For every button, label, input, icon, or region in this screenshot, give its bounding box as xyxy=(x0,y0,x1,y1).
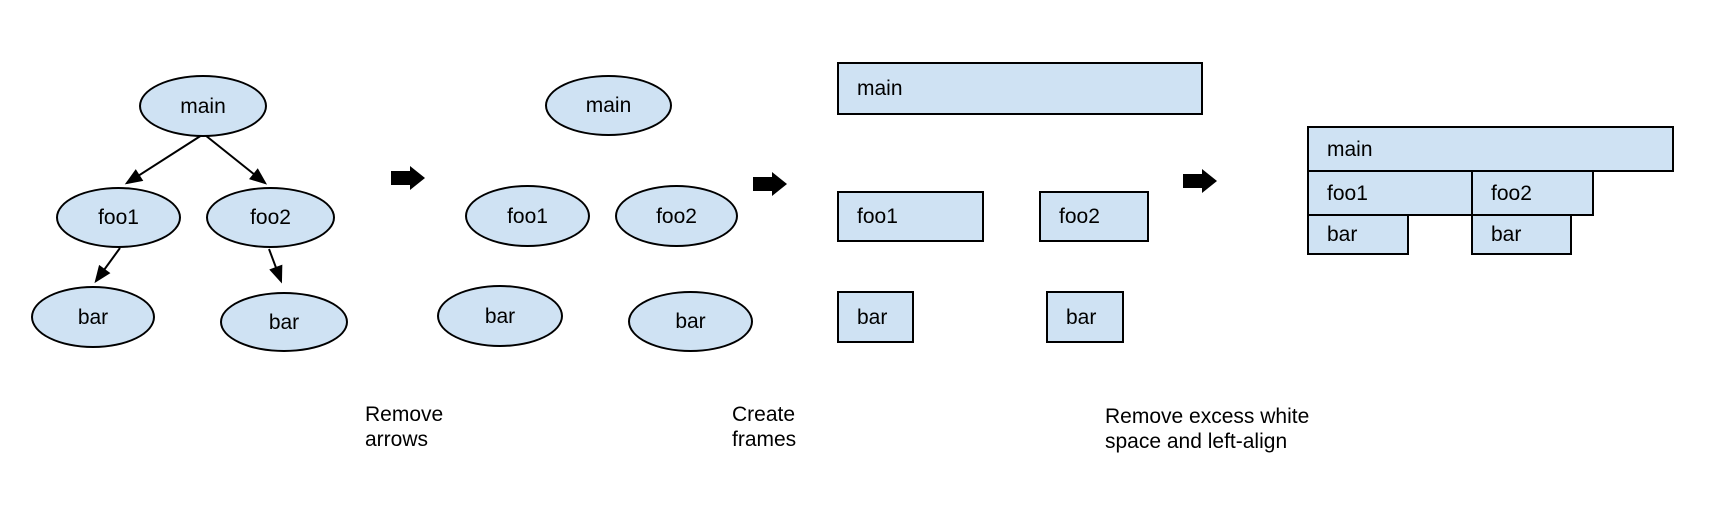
arrows-removed-node-foo2: foo2 xyxy=(615,185,738,247)
caption-line: frames xyxy=(732,428,797,451)
node-label: foo1 xyxy=(857,205,898,228)
node-label: foo1 xyxy=(1327,181,1368,205)
flame-graph-node-foo2: foo2 xyxy=(1471,170,1594,216)
frames-node-bar-left: bar xyxy=(837,291,914,343)
flame-graph-node-bar-left: bar xyxy=(1307,214,1409,255)
transition-arrow-left-align-icon xyxy=(1183,169,1217,193)
node-label: bar xyxy=(1491,223,1522,246)
call-tree-node-bar-left: bar xyxy=(31,286,155,348)
caption-remove-arrows: Remove arrows xyxy=(365,402,443,452)
tree-edge-foo1-bar xyxy=(94,247,121,284)
transition-arrow-create-frames-icon xyxy=(753,172,787,196)
call-tree-node-foo2: foo2 xyxy=(206,187,335,248)
flame-graph-node-foo1: foo1 xyxy=(1307,170,1473,216)
node-label: main xyxy=(585,94,632,117)
caption-remove-whitespace: Remove excess white space and left-align xyxy=(1105,404,1309,454)
flame-graph-node-main: main xyxy=(1307,126,1674,172)
transition-arrow-remove-arrows-icon xyxy=(391,166,425,190)
caption-line: Create xyxy=(732,403,796,426)
frames-node-foo2: foo2 xyxy=(1039,191,1149,242)
node-label: bar xyxy=(77,305,109,329)
arrows-removed-node-main: main xyxy=(545,75,672,136)
node-label: main xyxy=(857,77,903,100)
frames-node-main: main xyxy=(837,62,1203,115)
node-label: bar xyxy=(1327,223,1358,246)
caption-line: Remove excess white xyxy=(1105,405,1310,428)
caption-line: space and left-align xyxy=(1105,430,1288,453)
tree-edge-main-foo2 xyxy=(204,134,268,185)
arrows-removed-node-bar-left: bar xyxy=(437,285,563,347)
node-label: bar xyxy=(675,310,706,333)
caption-line: arrows xyxy=(365,428,429,451)
node-label: foo2 xyxy=(250,206,291,229)
node-label: foo2 xyxy=(1059,205,1100,228)
tree-edge-foo2-bar xyxy=(268,248,283,284)
node-label: foo2 xyxy=(656,204,697,228)
node-label: bar xyxy=(268,310,300,334)
flame-graph-node-bar-right: bar xyxy=(1471,214,1572,255)
caption-line: Remove xyxy=(365,403,444,426)
call-tree-node-main: main xyxy=(139,75,267,137)
node-label: bar xyxy=(1066,305,1097,329)
frames-node-bar-right: bar xyxy=(1046,291,1124,343)
node-label: bar xyxy=(484,304,516,328)
arrows-removed-node-foo1: foo1 xyxy=(465,185,590,247)
call-tree-node-bar-right: bar xyxy=(220,292,348,352)
node-label: bar xyxy=(857,305,888,329)
node-label: foo2 xyxy=(1491,181,1532,205)
frames-node-foo1: foo1 xyxy=(837,191,984,242)
caption-create-frames: Create frames xyxy=(732,402,796,452)
tree-edge-main-foo1 xyxy=(124,134,203,185)
node-label: foo1 xyxy=(507,204,548,228)
arrows-removed-node-bar-right: bar xyxy=(628,291,753,352)
call-tree-node-foo1: foo1 xyxy=(56,187,181,248)
node-label: foo1 xyxy=(98,206,139,229)
node-label: main xyxy=(180,94,226,118)
node-label: main xyxy=(1327,137,1373,161)
